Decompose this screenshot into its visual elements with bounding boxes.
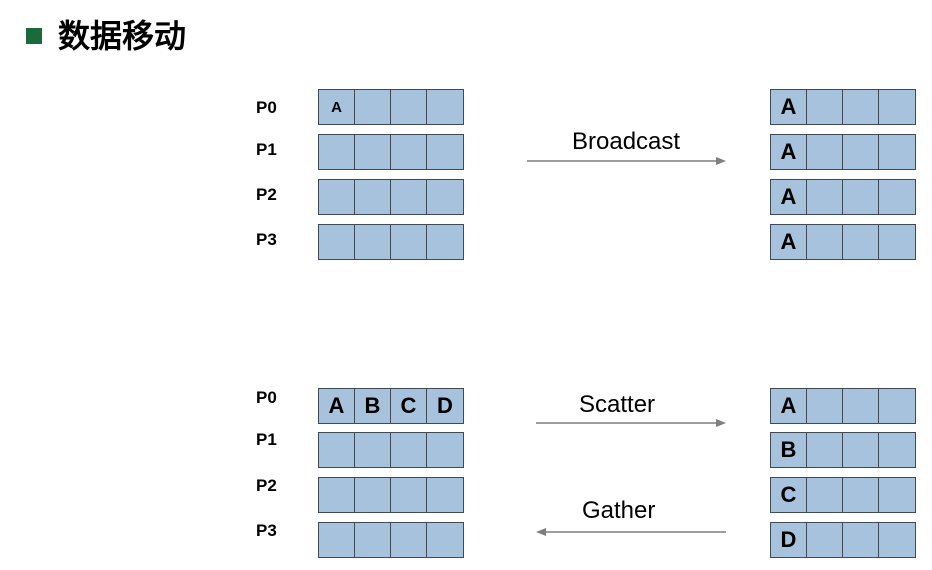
buffer-cell	[843, 523, 879, 557]
process-label-p1: P1	[256, 140, 277, 159]
broadcast-source-row-p2	[318, 179, 464, 215]
broadcast-result-row-p1: A	[770, 134, 916, 170]
buffer-cell	[807, 180, 843, 214]
scatter-source-row-p0: A B C D	[318, 388, 464, 424]
buffer-cell	[427, 135, 463, 169]
scatter-result-row-p0: A	[770, 388, 916, 424]
buffer-cell	[843, 433, 879, 467]
buffer-cell	[879, 180, 915, 214]
buffer-cell	[879, 433, 915, 467]
scatter-arrow	[536, 419, 726, 427]
scatter-source-row-p1	[318, 432, 464, 468]
broadcast-source-row-p1	[318, 134, 464, 170]
buffer-cell	[879, 135, 915, 169]
page-title: 数据移动	[58, 17, 187, 55]
buffer-cell	[319, 135, 355, 169]
scatter-result-row-p1: B	[770, 432, 916, 468]
buffer-cell	[355, 90, 391, 124]
process-label-p1: P1	[256, 430, 277, 449]
buffer-cell	[391, 180, 427, 214]
buffer-cell	[843, 225, 879, 259]
scatter-result-row-p3: D	[770, 522, 916, 558]
process-label-p3: P3	[256, 521, 277, 540]
buffer-cell	[391, 433, 427, 467]
scatter-label: Scatter	[579, 391, 656, 418]
broadcast-label: Broadcast	[572, 128, 681, 155]
buffer-cell	[427, 478, 463, 512]
broadcast-result-row-p3: A	[770, 224, 916, 260]
buffer-cell: A	[771, 135, 807, 169]
buffer-cell	[843, 478, 879, 512]
buffer-cell: A	[319, 90, 355, 124]
title-bullet-icon	[26, 28, 42, 44]
buffer-cell	[427, 225, 463, 259]
buffer-cell: A	[319, 389, 355, 423]
buffer-cell	[391, 478, 427, 512]
buffer-cell: C	[771, 478, 807, 512]
buffer-cell: B	[771, 433, 807, 467]
gather-label: Gather	[582, 497, 656, 524]
buffer-cell	[879, 389, 915, 423]
buffer-cell	[843, 389, 879, 423]
buffer-cell	[879, 523, 915, 557]
buffer-cell: A	[771, 90, 807, 124]
process-label-p0: P0	[256, 98, 277, 117]
buffer-cell: A	[771, 225, 807, 259]
buffer-cell	[427, 523, 463, 557]
broadcast-result-row-p0: A	[770, 89, 916, 125]
buffer-cell	[427, 433, 463, 467]
buffer-cell: B	[355, 389, 391, 423]
buffer-cell	[807, 523, 843, 557]
buffer-cell	[355, 433, 391, 467]
buffer-cell	[319, 180, 355, 214]
broadcast-arrow	[527, 157, 726, 165]
scatter-result-row-p2: C	[770, 477, 916, 513]
buffer-cell	[319, 523, 355, 557]
buffer-cell	[427, 180, 463, 214]
buffer-cell	[391, 523, 427, 557]
buffer-cell	[355, 523, 391, 557]
process-label-p3: P3	[256, 230, 277, 249]
buffer-cell	[879, 225, 915, 259]
buffer-cell	[391, 90, 427, 124]
buffer-cell	[319, 225, 355, 259]
scatter-source-row-p3	[318, 522, 464, 558]
buffer-cell	[843, 180, 879, 214]
buffer-cell	[843, 90, 879, 124]
buffer-cell	[879, 90, 915, 124]
buffer-cell	[391, 135, 427, 169]
buffer-cell	[879, 478, 915, 512]
buffer-cell	[807, 90, 843, 124]
buffer-cell	[319, 433, 355, 467]
buffer-cell	[355, 180, 391, 214]
buffer-cell	[843, 135, 879, 169]
buffer-cell	[807, 225, 843, 259]
buffer-cell: A	[771, 180, 807, 214]
buffer-cell	[807, 135, 843, 169]
buffer-cell: D	[771, 523, 807, 557]
scatter-source-row-p2	[318, 477, 464, 513]
buffer-cell	[355, 135, 391, 169]
broadcast-source-row-p0: A	[318, 89, 464, 125]
buffer-cell: C	[391, 389, 427, 423]
buffer-cell	[807, 433, 843, 467]
buffer-cell	[807, 478, 843, 512]
broadcast-result-row-p2: A	[770, 179, 916, 215]
broadcast-source-row-p3	[318, 224, 464, 260]
buffer-cell: A	[771, 389, 807, 423]
buffer-cell	[807, 389, 843, 423]
buffer-cell	[427, 90, 463, 124]
process-label-p0: P0	[256, 388, 277, 407]
buffer-cell	[319, 478, 355, 512]
buffer-cell	[355, 478, 391, 512]
gather-arrow	[536, 528, 726, 536]
process-label-p2: P2	[256, 476, 277, 495]
buffer-cell: D	[427, 389, 463, 423]
buffer-cell	[355, 225, 391, 259]
buffer-cell	[391, 225, 427, 259]
process-label-p2: P2	[256, 185, 277, 204]
